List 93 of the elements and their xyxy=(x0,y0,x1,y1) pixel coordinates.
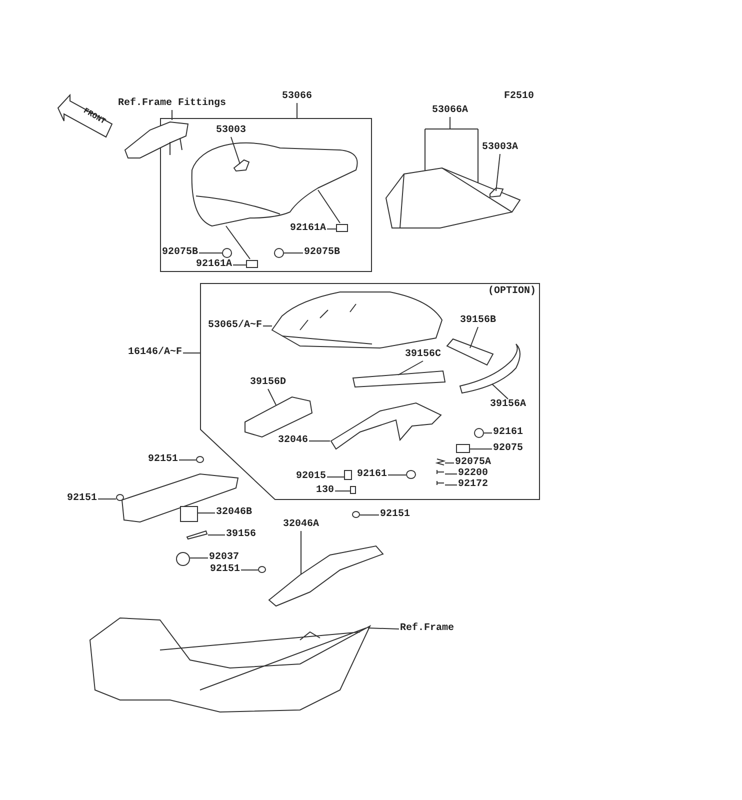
part-number: 92075 xyxy=(493,444,524,454)
screw-icon xyxy=(436,480,445,486)
part-number: 92161 xyxy=(357,470,388,480)
leader-line xyxy=(198,512,216,514)
leader-line xyxy=(470,448,492,450)
leader-line xyxy=(98,498,116,500)
grommet-icon xyxy=(274,248,284,258)
leader-line xyxy=(230,136,240,164)
part-number: 53066 xyxy=(282,92,312,102)
leader-line xyxy=(326,228,336,230)
part-number: 92075A xyxy=(455,458,492,468)
seat-cowl-drawing xyxy=(384,166,522,230)
leader-line xyxy=(424,116,478,184)
leader-line xyxy=(232,264,246,266)
seat-cowl-drawing xyxy=(272,290,444,350)
leader-line xyxy=(360,514,380,516)
pad-drawing xyxy=(446,338,494,366)
part-number: 53003 xyxy=(216,126,246,136)
part-number: Ref.Frame xyxy=(400,624,454,634)
option-note: (OPTION) xyxy=(488,287,536,297)
bracket-icon xyxy=(180,506,198,522)
part-number: 39156D xyxy=(250,378,286,388)
part-number: 32046A xyxy=(283,520,320,530)
spacer-icon xyxy=(344,470,352,480)
leader-line xyxy=(172,110,173,120)
part-number: 32046B xyxy=(216,508,252,518)
part-number: 92161A xyxy=(196,260,232,270)
leader-line xyxy=(496,154,500,192)
clip-icon xyxy=(336,224,348,232)
part-number: Ref.Frame Fittings xyxy=(118,99,226,109)
part-number: 92075B xyxy=(162,248,198,258)
pad-icon xyxy=(456,444,470,453)
part-number: 39156A xyxy=(490,400,526,410)
leader-line xyxy=(300,530,302,574)
leader-line xyxy=(368,628,400,630)
leader-line xyxy=(492,384,508,400)
leader-line xyxy=(444,462,454,464)
part-number: 53065/A~F xyxy=(208,321,262,331)
part-number: 53066A xyxy=(432,106,468,116)
part-number: 92161 xyxy=(493,428,524,438)
part-number: 92015 xyxy=(296,472,326,482)
leader-line xyxy=(484,432,492,434)
part-number: 92151 xyxy=(67,494,98,504)
clip-icon xyxy=(196,456,204,463)
grommet-icon xyxy=(222,248,232,258)
part-number: 92037 xyxy=(209,553,240,563)
group-frame xyxy=(160,118,372,272)
part-number: 92151 xyxy=(380,510,410,520)
clip-icon xyxy=(246,260,258,268)
screw-icon xyxy=(436,469,445,475)
part-number: 92151 xyxy=(148,455,178,465)
leader-line xyxy=(208,534,226,536)
rear-bracket-drawing xyxy=(268,545,384,607)
bolt-icon xyxy=(350,486,356,494)
part-number: 92151 xyxy=(210,565,240,575)
grommet-icon xyxy=(474,428,484,438)
leader-line xyxy=(388,474,406,476)
part-number: 16146/A~F xyxy=(128,348,182,358)
part-number: 39156 xyxy=(226,530,256,540)
figure-code: F2510 xyxy=(504,92,534,102)
seat-bracket-drawing xyxy=(330,402,442,450)
leader-line xyxy=(444,484,458,486)
part-number: 92161A xyxy=(290,224,326,234)
leader-line xyxy=(334,490,350,492)
leader-line xyxy=(296,102,298,118)
leader-line xyxy=(182,352,200,354)
part-number: 92075B xyxy=(304,248,340,258)
clip-icon xyxy=(116,494,124,501)
spring-icon xyxy=(436,458,445,466)
pad-drawing xyxy=(352,370,446,388)
sticker-icon xyxy=(488,186,504,198)
part-number: 53003A xyxy=(482,143,518,153)
part-number: 39156B xyxy=(460,316,496,326)
clip-icon xyxy=(258,566,266,573)
leader-line xyxy=(198,252,222,254)
part-number: 92172 xyxy=(458,480,488,490)
grommet-icon xyxy=(406,470,416,479)
part-number: 32046 xyxy=(278,436,308,446)
clip-icon xyxy=(352,511,360,518)
strip-icon xyxy=(186,530,208,540)
leader-line xyxy=(470,326,478,348)
frame-fittings-drawing xyxy=(124,120,190,160)
leader-line xyxy=(308,440,330,442)
part-number: 92200 xyxy=(458,469,488,479)
clamp-icon xyxy=(176,552,190,566)
leader-line xyxy=(284,252,304,254)
leader-line xyxy=(398,360,424,376)
part-number: 39156C xyxy=(405,350,442,360)
part-number: 130 xyxy=(316,486,334,496)
leader-line xyxy=(268,388,276,406)
sticker-icon xyxy=(232,158,250,172)
leader-line xyxy=(326,476,344,478)
group-frame xyxy=(200,283,540,500)
